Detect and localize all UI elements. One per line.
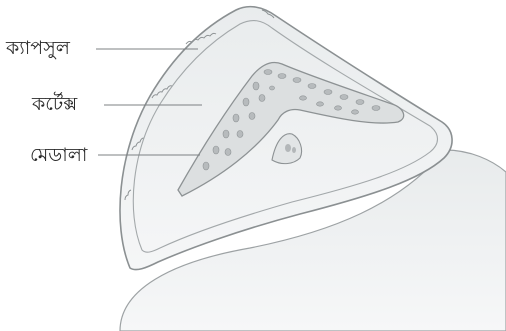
medulla-cell bbox=[213, 146, 219, 154]
medulla-cell bbox=[278, 74, 286, 79]
medulla-cell bbox=[372, 106, 380, 111]
vein-lumen bbox=[292, 147, 296, 153]
medulla-cell bbox=[253, 82, 259, 90]
medulla-cell bbox=[308, 84, 316, 89]
medulla-cell bbox=[243, 98, 249, 106]
vein-lumen bbox=[285, 144, 291, 152]
medulla-cell bbox=[270, 86, 275, 90]
medulla-cell bbox=[249, 113, 255, 120]
medulla-cell bbox=[259, 95, 265, 102]
cortex-label: কর্টেক্স bbox=[32, 95, 77, 114]
medulla-cell bbox=[233, 114, 239, 122]
medulla-cell bbox=[356, 100, 364, 105]
medulla-cell bbox=[352, 110, 359, 114]
medulla-cell bbox=[340, 95, 348, 100]
medulla-cell bbox=[225, 149, 231, 156]
capsule-label: ক্যাপসুল bbox=[6, 39, 70, 58]
medulla-cell bbox=[223, 130, 229, 138]
medulla-cell bbox=[293, 78, 301, 83]
medulla-label: মেডালা bbox=[30, 146, 87, 165]
medulla-cell bbox=[317, 102, 324, 106]
medulla-cell bbox=[264, 70, 272, 75]
medulla-cell bbox=[237, 131, 243, 138]
medulla-cell bbox=[335, 106, 342, 110]
medulla-cell bbox=[203, 162, 209, 170]
medulla-cell bbox=[324, 90, 332, 95]
medulla-cell bbox=[300, 96, 307, 100]
